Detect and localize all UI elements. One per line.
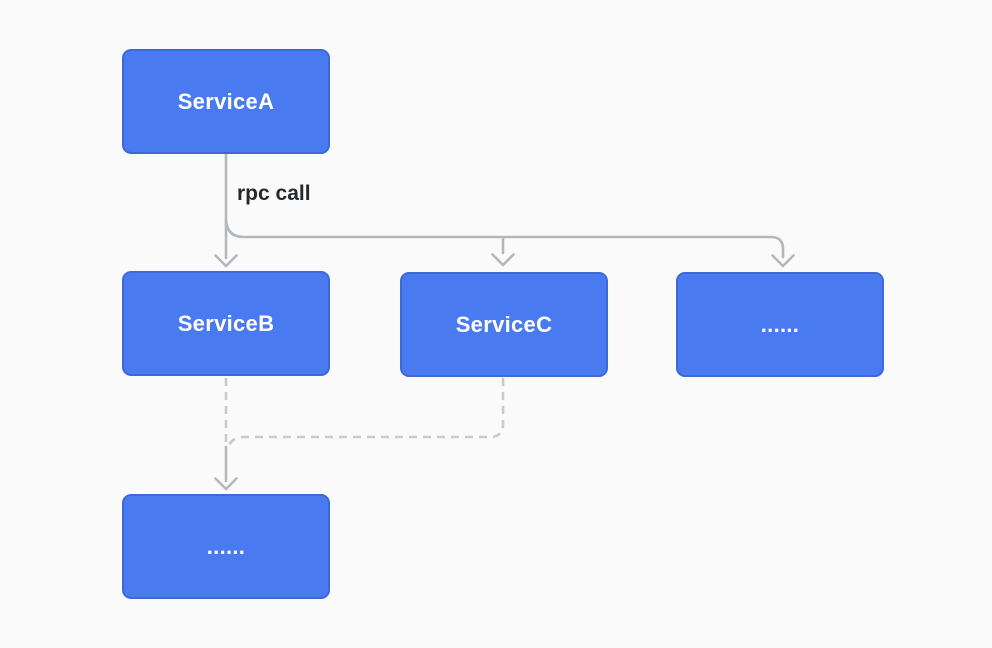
node-service-c-label: ServiceC [455, 311, 553, 337]
node-more-services-top-label: ...... [760, 311, 800, 337]
arrowhead-more-services-top [771, 254, 795, 268]
arrowhead-serviceC [491, 253, 515, 267]
node-more-services-top: ...... [676, 272, 884, 377]
edge-serviceA-branch [224, 218, 785, 259]
edge-serviceC-merge-dashed [226, 378, 505, 450]
node-service-b-label: ServiceB [177, 310, 275, 336]
node-service-a: ServiceA [122, 49, 330, 154]
node-service-a-label: ServiceA [177, 88, 275, 114]
arrowhead-serviceB [214, 254, 238, 268]
node-service-c: ServiceC [400, 272, 608, 377]
arrowhead-more-services-bottom [214, 477, 238, 491]
node-service-b: ServiceB [122, 271, 330, 376]
node-more-services-bottom: ...... [122, 494, 330, 599]
edge-label-rpc-call: rpc call [237, 182, 311, 205]
node-more-services-bottom-label: ...... [206, 533, 246, 559]
